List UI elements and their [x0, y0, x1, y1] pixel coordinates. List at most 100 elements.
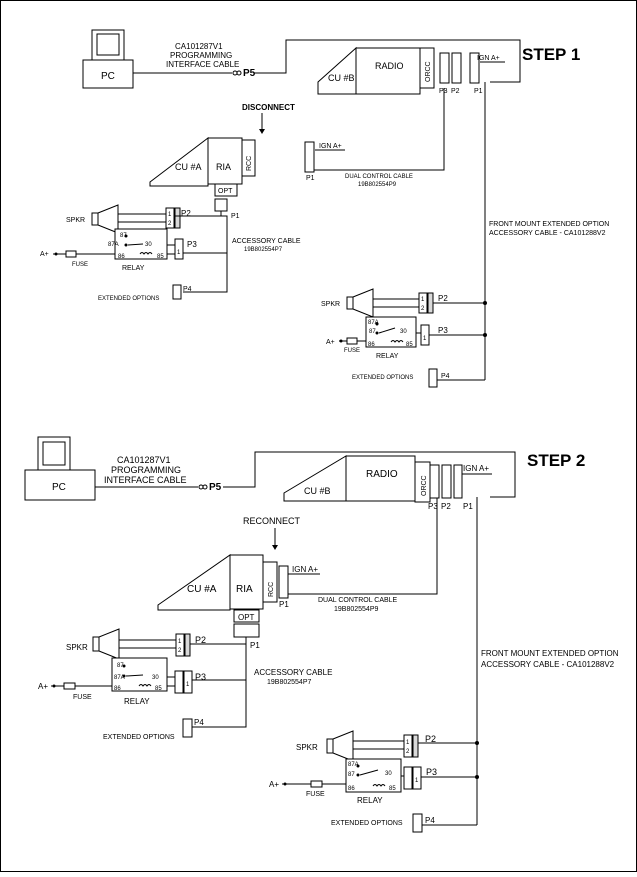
step1-ria-p1-label: P1	[231, 213, 240, 220]
step1-loose-p1-label: P1	[306, 175, 315, 182]
step2-ria-label: RIA	[236, 584, 253, 595]
step1-p5-label: P5	[243, 68, 256, 79]
step1-spkr-label: SPKR	[66, 217, 85, 224]
step1-acc-p3-pin: 1	[177, 250, 181, 256]
step2-cable-line2: PROGRAMMING	[111, 465, 181, 475]
step2-right-relay-85: 85	[389, 786, 396, 792]
step1-front-line1: FRONT MOUNT EXTENDED OPTION	[489, 221, 609, 228]
step2-p1-label: P1	[463, 502, 473, 511]
step2-a-plus-label: A+	[38, 682, 48, 691]
step2-right-p4-label: P4	[425, 816, 435, 825]
step2-right-relay-30: 30	[385, 771, 392, 777]
step1-right-a-plus: A+	[326, 339, 335, 346]
step1-p3-label: P3	[439, 88, 448, 95]
step2-title: STEP 2	[527, 451, 585, 470]
step2-acc-p2-pin2: 2	[178, 648, 182, 654]
step1-acc-p2-pin1: 1	[168, 212, 172, 218]
step1-right-p3-label: P3	[438, 326, 448, 335]
step1-p5-route	[254, 39, 521, 83]
step1-right-relay-label: RELAY	[376, 353, 399, 360]
step2-dual-cable	[288, 498, 438, 595]
step1-acc-p2-pin2: 2	[168, 221, 172, 227]
step2-acc-p3-label: P3	[195, 672, 206, 682]
step2-fuse	[63, 682, 76, 690]
step1-action-label: DISCONNECT	[242, 103, 295, 112]
step2-cable-line1: CA101287V1	[117, 455, 171, 465]
step2-right-p3-connector	[403, 766, 413, 790]
step1-right-relay	[365, 316, 417, 348]
step2-acc-p2-pin1: 1	[178, 639, 182, 645]
step2-relay	[111, 657, 168, 692]
step2-acc-line2: 19B802554P7	[267, 679, 311, 686]
step2-opt	[233, 609, 260, 623]
step2-front-line1: FRONT MOUNT EXTENDED OPTION	[481, 649, 619, 658]
step1-dual-line1: DUAL CONTROL CABLE	[345, 174, 413, 180]
step2-acc-p2-label: P2	[195, 635, 206, 645]
step2-p5-label: P5	[209, 482, 222, 493]
step1-fuse-label: FUSE	[72, 262, 88, 268]
step1-relay-87a: 87A	[108, 242, 119, 248]
step2-ign-label: IGN A+	[463, 464, 489, 473]
step2-p1-connector	[453, 464, 463, 499]
step1-ext-label: EXTENDED OPTIONS	[98, 296, 159, 302]
step2-opt-p1-label: P1	[250, 641, 260, 650]
step2-cu-b-label: CU #B	[304, 486, 331, 496]
step1-dual-cable	[314, 88, 445, 171]
step2-dual-line1: DUAL CONTROL CABLE	[318, 597, 398, 604]
step1-cable-line2: PROGRAMMING	[170, 51, 232, 60]
step1-pc-label: PC	[101, 71, 115, 82]
step1-right-p3-pin: 1	[423, 336, 427, 342]
step1-acc-line2: 19B802554P7	[244, 247, 283, 253]
step1-acc-p4-label: P4	[183, 286, 192, 293]
step1-orcc-label: ORCC	[425, 61, 432, 82]
step2-right-p2-pin2: 2	[406, 749, 410, 755]
step2-pc-icon	[24, 436, 96, 501]
step1-right-relay-86: 86	[368, 342, 375, 348]
step2-acc-p2-connector	[175, 633, 185, 657]
step2-acc-p4-connector	[182, 718, 193, 738]
step2-right-p2-connector	[403, 734, 413, 758]
step1-right-ext-label: EXTENDED OPTIONS	[352, 375, 413, 381]
step2-right-relay-87a: 87A	[348, 762, 359, 768]
step1-cu-b-label: CU #B	[328, 73, 355, 83]
step1-p3-connector	[439, 52, 450, 84]
step1-relay-85: 85	[157, 254, 164, 260]
step2-right-p2-pin1: 1	[406, 740, 410, 746]
step1-relay	[114, 228, 168, 260]
step2-relay-87a: 87A	[114, 675, 125, 681]
step2-right-ext-label: EXTENDED OPTIONS	[331, 820, 403, 827]
step1-acc-p3-label: P3	[187, 240, 197, 249]
step1-radio-label: RADIO	[375, 61, 404, 71]
step1-acc-line1: ACCESSORY CABLE	[232, 238, 301, 245]
step1-p1-connector	[469, 52, 480, 84]
step1-relay-30: 30	[145, 242, 152, 248]
step1-a-plus-label: A+	[40, 251, 49, 258]
step1-right-p4-connector	[428, 368, 438, 388]
step1-right-spkr-label: SPKR	[321, 301, 340, 308]
step1-relay-label: RELAY	[122, 265, 145, 272]
step2-spkr-label: SPKR	[66, 643, 88, 652]
step1-orcc	[419, 47, 435, 89]
step2-fuse-label: FUSE	[73, 694, 92, 701]
step2-relay-30: 30	[152, 675, 159, 681]
step1-dual-line2: 19B802554P9	[358, 182, 397, 188]
step1-relay-87: 87	[120, 233, 127, 239]
step2-p5-route	[223, 451, 516, 498]
step2-right-p2-label: P2	[425, 734, 436, 744]
step1-acc-p3-connector	[174, 238, 184, 260]
step2-p3-connector	[429, 464, 440, 499]
step1-acc-trunk	[174, 215, 228, 293]
step2-ria-p1-connector	[278, 565, 289, 599]
step2-cu-a-label: CU #A	[187, 584, 217, 595]
step1-right-p2-connector	[418, 292, 428, 314]
step1-right-p2-pin2: 2	[421, 306, 425, 312]
step2-opt-label: OPT	[238, 613, 255, 622]
step2-acc-p3-pin: 1	[186, 682, 190, 688]
step2-right-relay	[345, 758, 402, 793]
step1-p1-label: P1	[474, 88, 483, 95]
step2-orcc-label: ORCC	[421, 475, 428, 496]
step2-radio-label: RADIO	[366, 469, 398, 480]
